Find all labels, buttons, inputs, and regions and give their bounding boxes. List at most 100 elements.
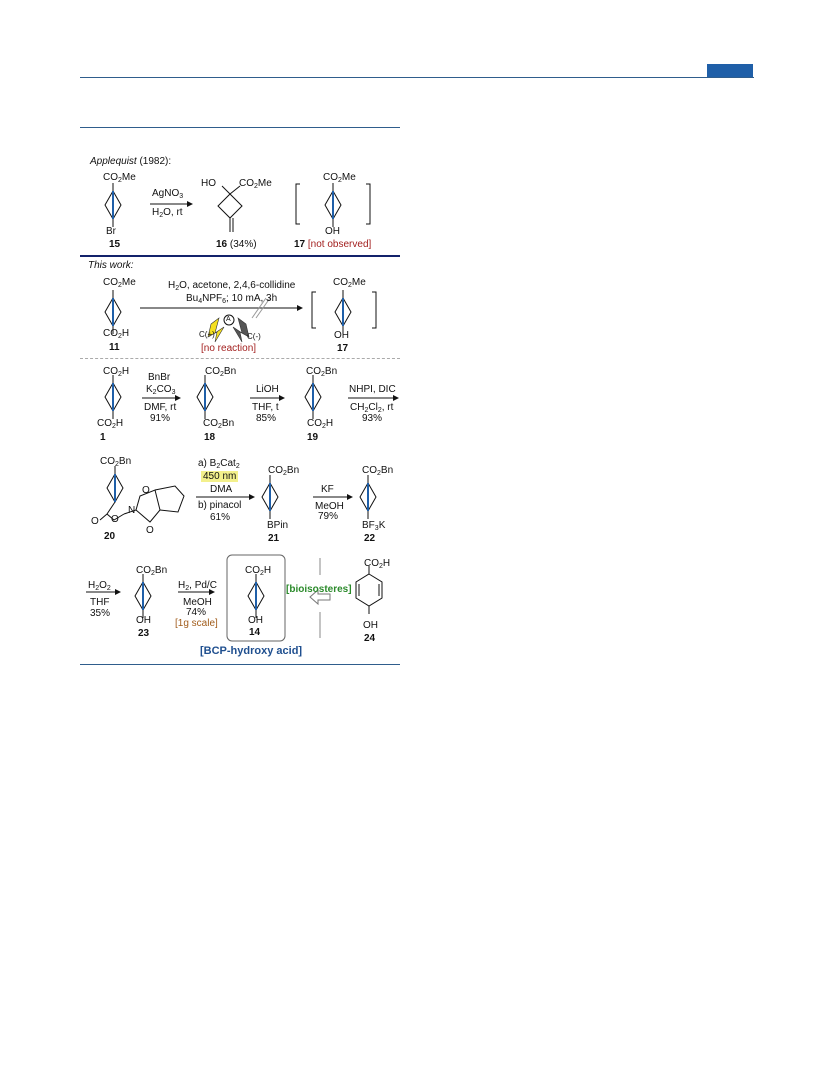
step4-b: DMA xyxy=(210,484,233,495)
c15-top: CO2Me xyxy=(103,172,136,184)
c11-bottom: CO2H xyxy=(103,328,130,340)
c19-bottom: CO2H xyxy=(307,418,334,430)
step5-y: 79% xyxy=(318,511,339,522)
c17-bottom: OH xyxy=(325,226,340,237)
c24-label: 24 xyxy=(364,633,376,644)
bcp-cage-11 xyxy=(104,290,122,334)
step1-y: 91% xyxy=(150,413,171,424)
c20-o-top: O xyxy=(142,485,150,496)
c15-bottom: Br xyxy=(106,226,116,237)
step7-b: MeOH xyxy=(183,597,212,608)
cathode-label: C(-) xyxy=(247,332,261,341)
header-tab xyxy=(707,64,753,77)
c19-top: CO2Bn xyxy=(306,366,338,378)
c23-top: CO2Bn xyxy=(136,565,168,577)
step5-a: KF xyxy=(321,484,334,495)
c20-o-ester: O xyxy=(91,516,99,527)
dashed-divider xyxy=(80,358,400,359)
anode-label: C(+) xyxy=(199,330,215,339)
benzene-24 xyxy=(355,566,383,614)
step7-scale: [1g scale] xyxy=(175,618,218,629)
c11-top: CO2Me xyxy=(103,277,136,289)
no-reaction: [no reaction] xyxy=(201,343,257,354)
step2-b: THF, t xyxy=(252,402,279,413)
c21-bottom: BPin xyxy=(267,520,289,531)
bcp-cage-1 xyxy=(104,375,122,419)
c20-n: N xyxy=(128,505,136,516)
step4-y: 61% xyxy=(210,512,231,523)
bcp-cage-17 xyxy=(324,183,342,227)
c18-label: 18 xyxy=(204,432,216,443)
bcp-cage-17b xyxy=(334,290,352,334)
c21-label: 21 xyxy=(268,533,280,544)
bcp-cage-23 xyxy=(134,574,152,618)
cond-electro-b: Bu4NPF6; 10 mA, 3h xyxy=(186,293,278,305)
c1-top: CO2H xyxy=(103,366,130,378)
step3-a: NHPI, DIC xyxy=(349,384,396,395)
c22-bottom: BF3K xyxy=(362,520,386,532)
c24-top: CO2H xyxy=(364,558,391,570)
c24-bottom: OH xyxy=(363,620,378,631)
c22-top: CO2Bn xyxy=(362,465,394,477)
header-rule xyxy=(80,77,754,78)
cond-h2o-rt: H2O, rt xyxy=(152,207,183,219)
step5-b: MeOH xyxy=(315,501,344,512)
c16-co: CO2Me xyxy=(239,178,272,190)
ammeter-label: A xyxy=(226,316,231,323)
bcp-hydroxy-acid-caption: [BCP-hydroxy acid] xyxy=(200,645,303,657)
c11-label: 11 xyxy=(109,342,120,353)
step7-y: 74% xyxy=(186,607,207,618)
c1-bottom: CO2H xyxy=(97,418,124,430)
c17b-top: CO2Me xyxy=(333,277,366,289)
c16-label: 16 (34%) xyxy=(216,239,257,250)
c14-label: 14 xyxy=(249,627,261,638)
cond-electro-a: H2O, acetone, 2,4,6-collidine xyxy=(168,280,296,292)
step6-b: THF xyxy=(90,597,110,608)
c17-top: CO2Me xyxy=(323,172,356,184)
bcp-cage-15 xyxy=(104,183,122,227)
c14-top: CO2H xyxy=(245,565,272,577)
bioisosteres-label: [bioisosteres] xyxy=(286,584,352,595)
c17b-bottom: OH xyxy=(334,330,349,341)
c15-label: 15 xyxy=(109,239,121,250)
step2-a: LiOH xyxy=(256,384,279,395)
c23-bottom: OH xyxy=(136,615,151,626)
bcp-cage-21 xyxy=(261,475,279,519)
c17-label: 17 [not observed] xyxy=(294,239,372,250)
step1-a: BnBr xyxy=(148,372,171,383)
c17b-label: 17 xyxy=(337,343,349,354)
step4-c: b) pinacol xyxy=(198,500,242,511)
c18-top: CO2Bn xyxy=(205,366,237,378)
scheme-top-rule xyxy=(80,127,400,128)
step3-y: 93% xyxy=(362,413,383,424)
step1-b: K2CO3 xyxy=(146,384,176,396)
bcp-cage-20 xyxy=(106,466,124,515)
bcp-cage-14 xyxy=(247,574,265,618)
bcp-cage-22 xyxy=(359,475,377,519)
step6-a: H2O2 xyxy=(88,580,111,592)
c1-label: 1 xyxy=(100,432,106,443)
c16-ho: HO xyxy=(201,178,216,189)
c20-o-link: O xyxy=(111,514,119,525)
scheme-bottom-rule xyxy=(80,664,400,665)
step3-b: CH2Cl2, rt xyxy=(350,402,394,414)
c20-o-bottom: O xyxy=(146,525,154,536)
step6-y: 35% xyxy=(90,608,111,619)
c14-bottom: OH xyxy=(248,615,263,626)
section-divider xyxy=(80,255,400,257)
c19-label: 19 xyxy=(307,432,319,443)
c21-top: CO2Bn xyxy=(268,465,300,477)
step2-y: 85% xyxy=(256,413,277,424)
c20-top: CO2Bn xyxy=(100,456,132,468)
cond-agno3: AgNO3 xyxy=(152,188,184,200)
bcp-cage-18 xyxy=(196,375,214,419)
cyclobutane-16 xyxy=(217,185,243,232)
step4-a: a) B2Cat2 xyxy=(198,458,240,470)
c22-label: 22 xyxy=(364,533,376,544)
step1-c: DMF, rt xyxy=(144,402,177,413)
c18-bottom: CO2Bn xyxy=(203,418,235,430)
c20-label: 20 xyxy=(104,531,116,542)
caption-applequist: Applequist (1982): xyxy=(90,156,172,167)
bcp-cage-19 xyxy=(304,375,322,419)
